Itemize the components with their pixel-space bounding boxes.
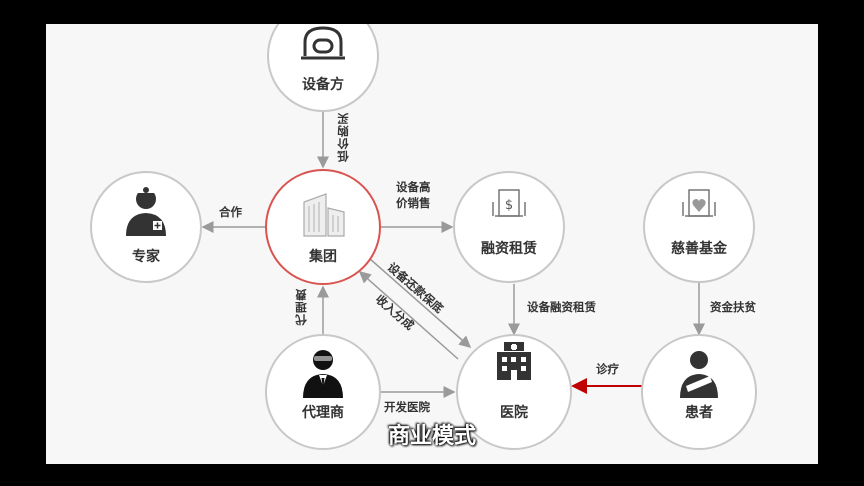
node-label-finance: 融资租赁 (481, 241, 537, 257)
scanner-machine-icon (301, 26, 345, 60)
diagram-canvas: $ (90, 24, 757, 450)
node-hospital-circle (456, 334, 572, 450)
heart-donation-icon (682, 189, 716, 217)
edge-label-cooperate: 合作 (219, 205, 242, 219)
edge-label-develop-hospital: 开发医院 (384, 400, 430, 414)
doctor-icon (126, 187, 166, 236)
node-label-hospital: 医院 (500, 405, 528, 421)
node-finance-circle (453, 171, 565, 283)
edge-label-agency-fee: 代理费 (294, 288, 308, 326)
patient-icon (680, 351, 718, 398)
node-label-equipment: 设备方 (302, 77, 344, 93)
edge-hospital-group (358, 271, 459, 360)
edge-label-treatment: 诊疗 (596, 362, 619, 376)
node-equipment-circle (267, 24, 379, 112)
edge-group-hospital (368, 257, 472, 348)
edge-label-fund-support: 资金扶贫 (710, 300, 756, 314)
node-label-patient: 患者 (685, 405, 713, 421)
node-label-charity: 慈善基金 (671, 241, 727, 257)
video-caption: 商业模式 (387, 424, 476, 449)
agent-sunglasses-icon (303, 350, 343, 398)
building-icon (303, 193, 345, 237)
dollar-sign-icon: $ (505, 198, 513, 213)
node-label-agent: 代理商 (302, 405, 344, 421)
edge-label-equip-lease: 设备融资租赁 (527, 300, 596, 314)
finance-document-icon (492, 189, 526, 217)
edge-label-low-price: 低价购买 (336, 112, 350, 162)
node-charity-circle (643, 171, 755, 283)
edge-label-high-price-2: 价销售 (396, 196, 431, 210)
edge-label-high-price-1: 设备高 (396, 180, 431, 194)
node-label-expert: 专家 (132, 249, 160, 265)
hospital-building-icon (497, 342, 531, 380)
node-label-group: 集团 (309, 249, 337, 265)
diagram-slide: $ 设备方 专家 集团 融资租赁 慈善基金 代理商 医院 患者 低价购买 合作 … (46, 24, 818, 464)
